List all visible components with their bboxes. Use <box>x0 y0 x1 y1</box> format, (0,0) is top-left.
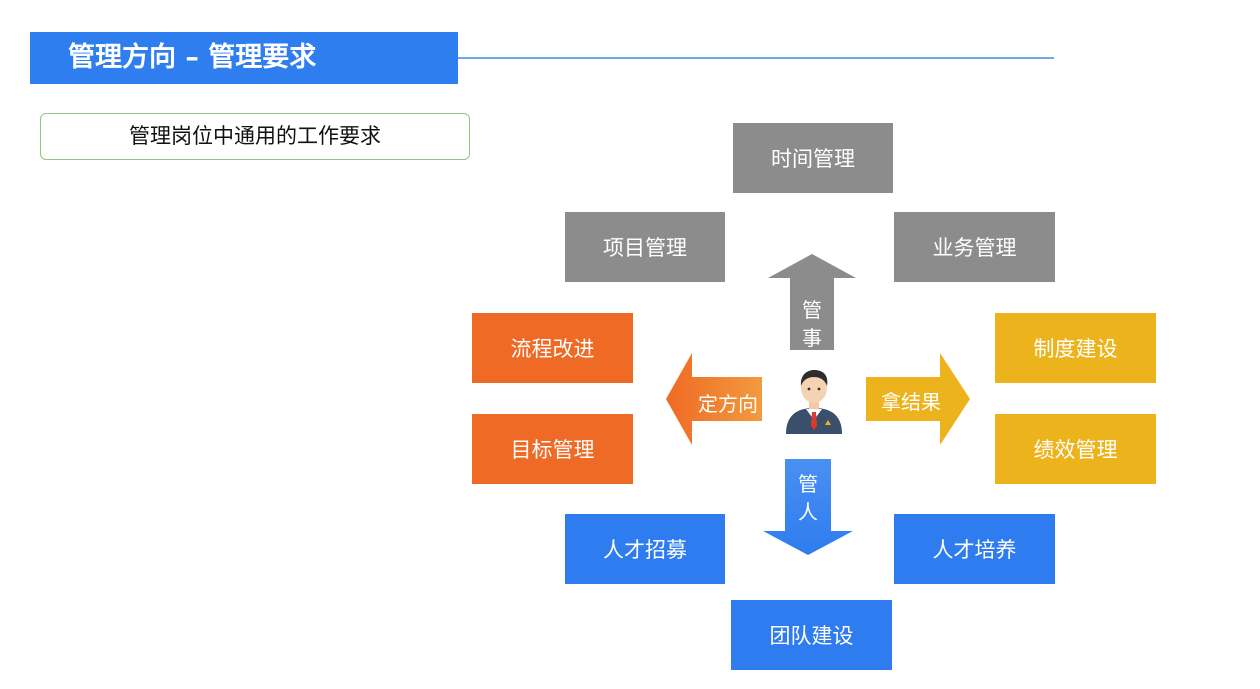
up-arrow-label: 管 事 <box>797 296 827 352</box>
right-arrow <box>866 353 970 445</box>
box-talent-development: 人才培养 <box>894 514 1055 584</box>
up-arrow <box>768 254 856 350</box>
box-project-management: 项目管理 <box>565 212 725 282</box>
box-team-building: 团队建设 <box>731 600 892 670</box>
box-goal-management: 目标管理 <box>472 414 633 484</box>
title-divider <box>458 57 1054 59</box>
box-time-management: 时间管理 <box>733 123 893 193</box>
left-arrow-label: 定方向 <box>698 392 758 416</box>
down-arrow-label: 管 人 <box>793 470 823 526</box>
up-arrow-char-2: 事 <box>802 326 822 350</box>
down-arrow-char-1: 管 <box>798 472 818 496</box>
down-arrow <box>763 459 853 555</box>
box-process-improvement: 流程改进 <box>472 313 633 383</box>
box-business-management: 业务管理 <box>894 212 1055 282</box>
left-arrow <box>666 353 762 445</box>
box-performance-management: 绩效管理 <box>995 414 1156 484</box>
box-system-building: 制度建设 <box>995 313 1156 383</box>
box-talent-recruitment: 人才招募 <box>565 514 725 584</box>
up-arrow-char-1: 管 <box>802 298 822 322</box>
right-arrow-label: 拿结果 <box>881 390 941 414</box>
page-title: 管理方向 – 管理要求 <box>30 32 458 84</box>
manager-person-icon <box>786 370 842 434</box>
subtitle-box: 管理岗位中通用的工作要求 <box>40 113 470 160</box>
down-arrow-char-2: 人 <box>798 500 818 524</box>
